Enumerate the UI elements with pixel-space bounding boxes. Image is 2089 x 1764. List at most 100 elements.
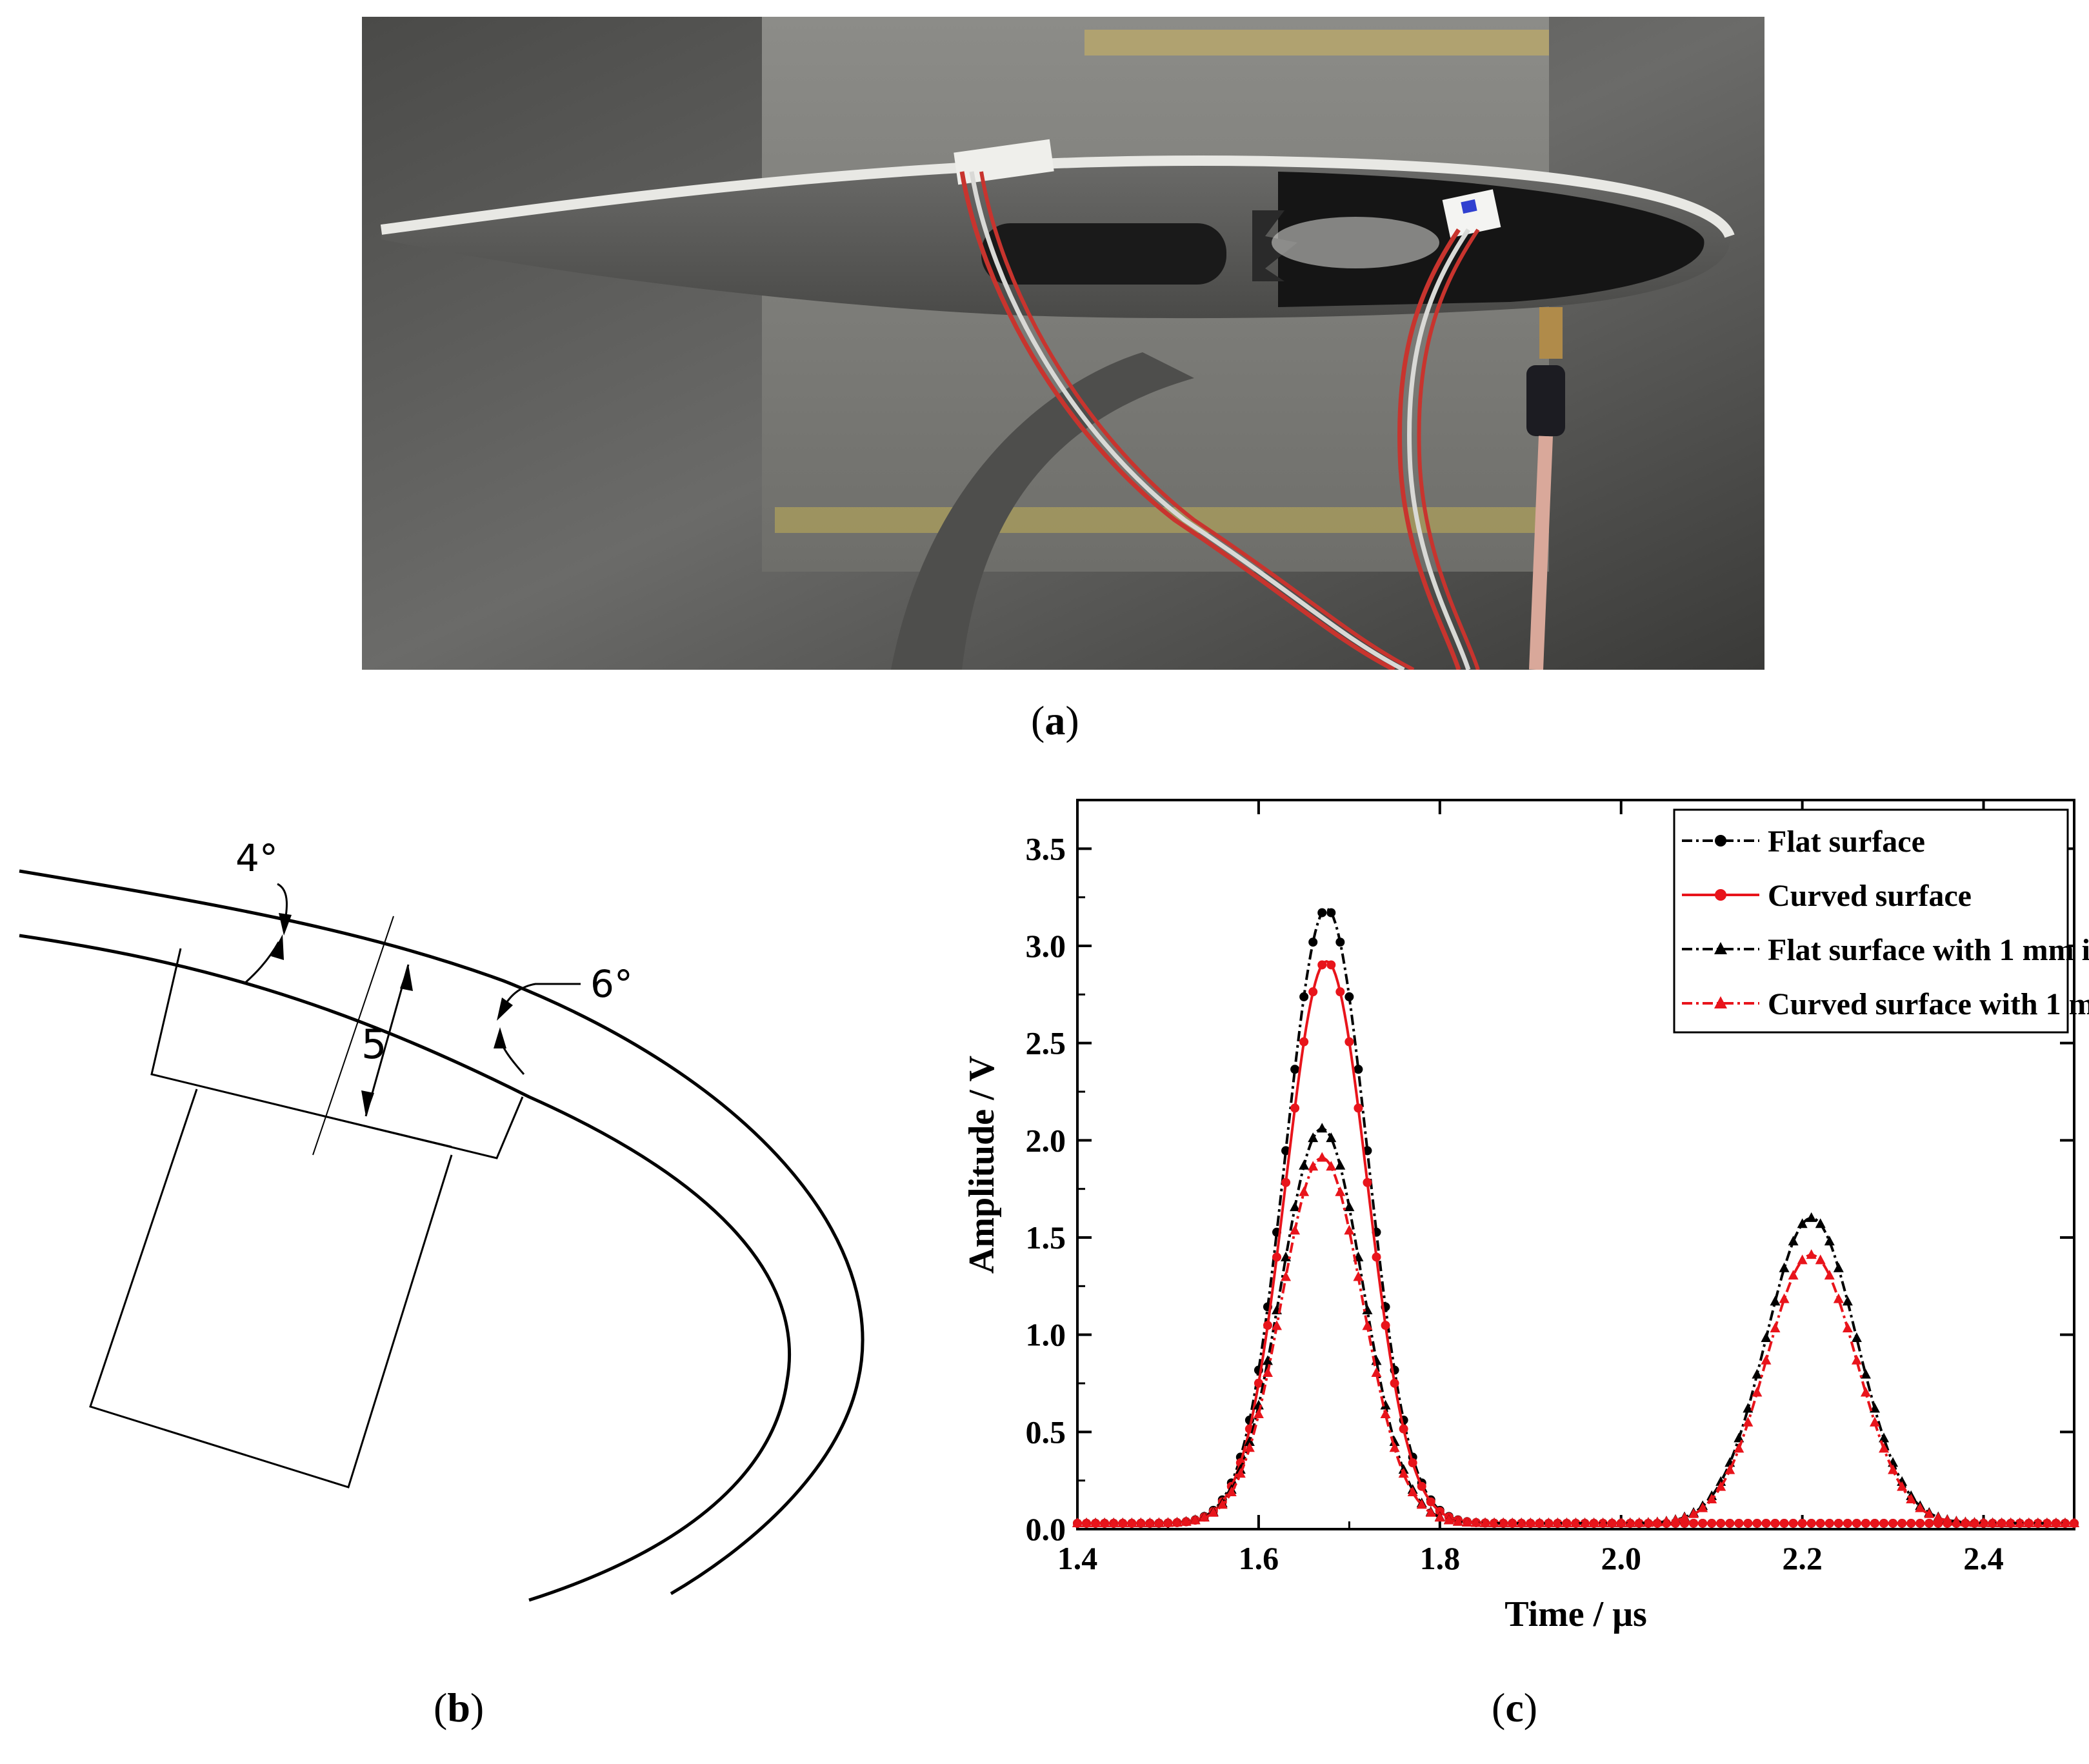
series-2-point bbox=[1897, 1518, 1907, 1528]
series-4-point bbox=[1615, 1517, 1626, 1527]
legend-label-2: Curved surface bbox=[1768, 879, 1972, 913]
series-3-point bbox=[1761, 1332, 1772, 1343]
series-4-point bbox=[1516, 1517, 1527, 1527]
legend-marker-3 bbox=[1714, 942, 1727, 954]
series-1-point bbox=[1354, 1065, 1363, 1074]
series-4-point bbox=[1634, 1517, 1644, 1527]
series-2-point bbox=[1924, 1518, 1934, 1528]
series-2-point bbox=[1797, 1518, 1807, 1528]
series-3-point bbox=[1317, 1123, 1328, 1133]
series-3-point bbox=[1860, 1368, 1871, 1379]
x-tick-label: 2.2 bbox=[1782, 1540, 1823, 1576]
y-axis-label: Amplitude / V bbox=[962, 1056, 1002, 1274]
series-4-point bbox=[2050, 1517, 2061, 1527]
ice-layer bbox=[380, 155, 1735, 239]
series-4-point bbox=[2023, 1517, 2034, 1527]
series-4-point bbox=[1208, 1507, 1219, 1517]
series-4-point bbox=[1262, 1367, 1273, 1378]
series-1-point bbox=[1308, 937, 1318, 947]
series-4-point bbox=[1960, 1516, 1971, 1527]
series-4-point bbox=[1353, 1271, 1364, 1281]
panel-a-caption: (a) bbox=[1031, 697, 1079, 743]
series-4-point bbox=[1181, 1516, 1192, 1526]
series-4-point bbox=[1978, 1517, 1989, 1527]
series-2-point bbox=[1888, 1518, 1898, 1528]
series-4-point bbox=[1135, 1517, 1146, 1527]
series-3-point bbox=[1779, 1262, 1790, 1272]
series-4-point bbox=[1597, 1517, 1608, 1527]
series-4-point bbox=[1806, 1249, 1817, 1259]
series-4-point bbox=[2069, 1517, 2079, 1527]
series-4-point bbox=[1117, 1517, 1128, 1527]
series-2-point bbox=[1317, 960, 1327, 970]
panel-b-caption: (b) bbox=[434, 1685, 485, 1730]
series-4-point bbox=[1163, 1517, 1174, 1527]
series-4-point bbox=[1290, 1225, 1301, 1235]
airfoil-photo bbox=[362, 17, 1764, 670]
series-4-point bbox=[1199, 1512, 1210, 1522]
series-1-point bbox=[1363, 1146, 1372, 1156]
series-3-point bbox=[1752, 1368, 1763, 1379]
series-1-point bbox=[1326, 908, 1336, 917]
series-2-point bbox=[1381, 1321, 1390, 1330]
x-tick-label: 1.6 bbox=[1239, 1540, 1279, 1576]
series-4-point bbox=[1389, 1442, 1400, 1452]
series-3-point bbox=[1308, 1132, 1319, 1143]
series-4-point bbox=[1697, 1502, 1708, 1512]
angle-4-label: 4° bbox=[235, 836, 278, 880]
series-2-point bbox=[1399, 1424, 1408, 1434]
series-4-point bbox=[1452, 1516, 1463, 1526]
series-4-point bbox=[1498, 1517, 1509, 1527]
series-4-point bbox=[1443, 1514, 1454, 1525]
y-tick-label: 0.5 bbox=[1026, 1414, 1066, 1450]
panel-c-caption: (c) bbox=[1492, 1685, 1538, 1730]
series-2-point bbox=[1879, 1518, 1889, 1528]
series-2-point bbox=[1354, 1103, 1363, 1113]
series-4-point bbox=[1842, 1322, 1853, 1332]
series-4-point bbox=[1380, 1408, 1391, 1419]
series-4-point bbox=[1543, 1517, 1554, 1527]
series-4-point bbox=[1951, 1516, 1962, 1526]
series-4-point bbox=[1525, 1517, 1536, 1527]
series-4-point bbox=[1688, 1508, 1699, 1518]
series-4-point bbox=[1108, 1517, 1119, 1527]
series-4-point bbox=[2005, 1517, 2016, 1527]
series-2-point bbox=[1363, 1178, 1372, 1187]
series-4-point bbox=[1371, 1367, 1382, 1378]
series-2-point bbox=[1299, 1037, 1309, 1047]
series-1-point bbox=[1344, 992, 1354, 1001]
series-2-point bbox=[1372, 1252, 1381, 1262]
series-2-point bbox=[1906, 1518, 1916, 1528]
series-3-point bbox=[1824, 1236, 1835, 1246]
series-2-point bbox=[1843, 1518, 1852, 1528]
series-2-point bbox=[1344, 1037, 1354, 1047]
series-4-point bbox=[1416, 1499, 1427, 1509]
series-2-point bbox=[1290, 1103, 1300, 1113]
y-tick-label: 2.5 bbox=[1026, 1025, 1066, 1061]
series-4-point bbox=[1761, 1354, 1772, 1365]
center-line bbox=[312, 916, 394, 1156]
mounting-sketch: 5 4° 6° bbox=[19, 836, 865, 1602]
series-4-point bbox=[1906, 1493, 1917, 1503]
series-4-point bbox=[1734, 1443, 1744, 1453]
sensor-pad bbox=[1442, 189, 1501, 238]
series-3-point bbox=[1299, 1159, 1310, 1170]
series-4-point bbox=[1362, 1320, 1373, 1330]
airfoil-cavity bbox=[1278, 172, 1704, 307]
x-tick-label: 1.4 bbox=[1057, 1540, 1098, 1576]
legend-marker-4 bbox=[1714, 996, 1727, 1008]
series-4-point bbox=[1561, 1517, 1572, 1527]
series-4-point bbox=[1570, 1517, 1581, 1527]
series-2-point bbox=[1426, 1497, 1435, 1507]
series-3-point bbox=[1797, 1218, 1808, 1228]
series-1-point bbox=[1335, 937, 1345, 947]
series-2-point bbox=[1716, 1518, 1726, 1528]
series-2-point bbox=[1689, 1518, 1699, 1528]
series-4-point bbox=[1281, 1271, 1292, 1281]
y-tick-label: 2.0 bbox=[1026, 1122, 1066, 1158]
series-4-point bbox=[2014, 1517, 2025, 1527]
series-4-point bbox=[1253, 1408, 1264, 1419]
cable-connector bbox=[1539, 307, 1563, 359]
series-4-point bbox=[1217, 1499, 1228, 1509]
y-tick-label: 1.0 bbox=[1026, 1317, 1066, 1353]
